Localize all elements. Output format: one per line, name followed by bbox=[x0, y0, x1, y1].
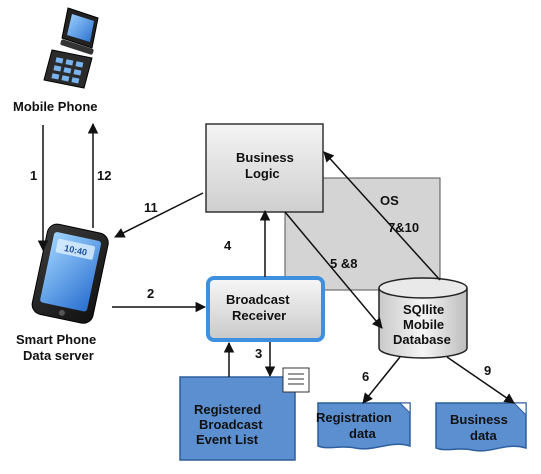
mobile-phone-label: Mobile Phone bbox=[13, 99, 98, 114]
business-data-label-2: data bbox=[470, 428, 498, 443]
smart-phone-screen-text: 10:40 bbox=[63, 243, 88, 258]
edge-label-7-10: 7&10 bbox=[388, 220, 419, 235]
registration-data-document: Registration data bbox=[316, 402, 411, 450]
business-data-document: Business data bbox=[435, 402, 527, 452]
broadcast-receiver-label-1: Broadcast bbox=[226, 292, 290, 307]
edge-label-1: 1 bbox=[30, 168, 37, 183]
broadcast-receiver-label-2: Receiver bbox=[232, 308, 286, 323]
arrow-6 bbox=[362, 356, 401, 404]
edge-label-3: 3 bbox=[255, 346, 262, 361]
registration-data-label-2: data bbox=[349, 426, 377, 441]
database-cylinder: SQllite Mobile Database bbox=[378, 277, 468, 359]
edge-label-12: 12 bbox=[97, 168, 111, 183]
business-logic-label-2: Logic bbox=[245, 166, 280, 181]
smart-phone-label-2: Data server bbox=[23, 348, 94, 363]
edge-label-4: 4 bbox=[224, 238, 232, 253]
arrow-7-10 bbox=[323, 151, 441, 281]
database-label-2: Mobile bbox=[403, 317, 444, 332]
event-list-label-3: Event List bbox=[196, 432, 259, 447]
broadcast-receiver-box: Broadcast Receiver bbox=[206, 276, 325, 342]
arrow-11 bbox=[114, 192, 204, 238]
registration-data-label-1: Registration bbox=[316, 410, 392, 425]
business-data-label-1: Business bbox=[450, 412, 508, 427]
os-label: OS bbox=[380, 193, 399, 208]
mobile-phone-icon bbox=[43, 7, 99, 89]
event-list-label-2: Broadcast bbox=[199, 417, 263, 432]
database-label-1: SQllite bbox=[403, 302, 444, 317]
edge-label-6: 6 bbox=[362, 369, 369, 384]
database-label-3: Database bbox=[393, 332, 451, 347]
arrow-5-8 bbox=[284, 211, 383, 329]
edge-label-9: 9 bbox=[484, 363, 491, 378]
smart-phone-label-1: Smart Phone bbox=[16, 332, 96, 347]
business-logic-box: Business Logic bbox=[205, 123, 324, 213]
business-logic-label-1: Business bbox=[236, 150, 294, 165]
event-list-document: Registered Broadcast Event List bbox=[179, 367, 310, 461]
edge-label-11: 11 bbox=[144, 200, 158, 215]
arrow-9 bbox=[446, 356, 515, 404]
event-list-label-1: Registered bbox=[194, 402, 261, 417]
smart-phone-icon: 10:40 bbox=[31, 223, 109, 324]
edge-label-2: 2 bbox=[147, 286, 154, 301]
edge-label-5-8: 5 &8 bbox=[330, 256, 357, 271]
